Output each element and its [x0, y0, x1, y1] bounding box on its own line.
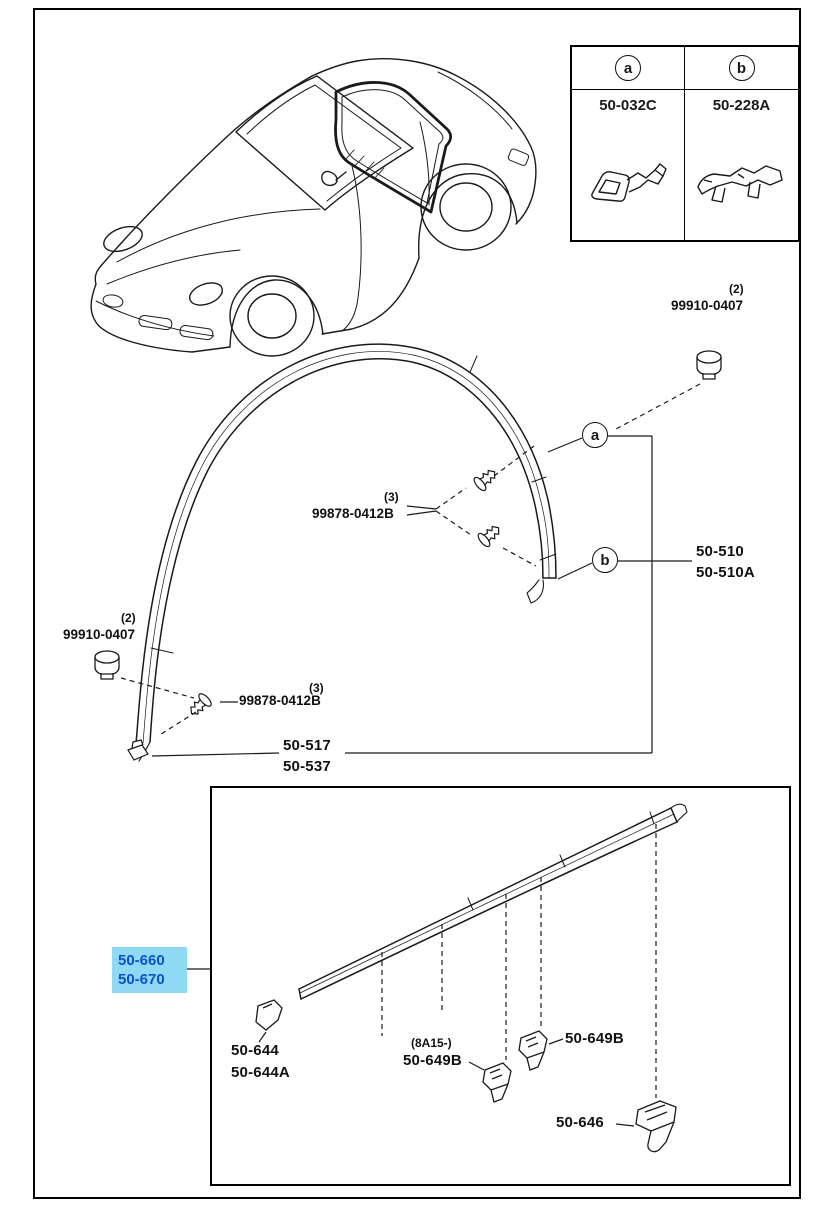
windshield	[235, 75, 414, 211]
part-number-50537: 50-537	[283, 758, 331, 775]
fastener-reference-table: a b 50-032C 50-228A	[570, 45, 800, 242]
clip-50644	[255, 999, 283, 1031]
callout-b: b	[592, 547, 618, 573]
callout-a: a	[582, 422, 608, 448]
rivet-fastener-lower	[475, 521, 505, 550]
front-wheel	[229, 275, 315, 357]
headlight-right	[188, 282, 224, 306]
part-number-50649b-right: 50-649B	[565, 1030, 624, 1047]
table-header-b: b	[685, 47, 798, 90]
part-number-50032c: 50-032C	[599, 97, 657, 114]
belt-molding-drawing	[298, 803, 688, 1000]
qty-center: (3)	[384, 490, 399, 504]
grille-slot	[138, 314, 173, 331]
table-cell-b: 50-228A	[685, 90, 798, 240]
part-number-50517: 50-517	[283, 737, 331, 754]
lower-leader-lines	[187, 968, 635, 1127]
page-border	[33, 8, 801, 1199]
taillight	[507, 148, 530, 166]
qty-left: (2)	[121, 611, 136, 625]
grommet-clip-top-right	[696, 350, 722, 380]
end-clip-bottom-left	[127, 739, 149, 761]
highlighted-part-label[interactable]: 50-660 50-670	[112, 947, 187, 993]
lower-dashed-lines	[381, 824, 657, 1098]
front-wheel-arch	[229, 279, 324, 348]
clip-a-icon	[591, 163, 667, 202]
fastener-part-top-right: 99910-0407	[671, 298, 744, 313]
part-number-50649b-left: 50-649B	[403, 1052, 462, 1069]
part-number-50646: 50-646	[556, 1114, 604, 1131]
production-note: (8A15-)	[411, 1036, 452, 1050]
upper-leader-lines	[151, 435, 692, 757]
part-number-50644: 50-644	[231, 1042, 279, 1059]
rear-wheel	[420, 163, 512, 251]
belt-molding-frame	[210, 786, 791, 1186]
part-number-50670[interactable]: 50-670	[118, 970, 165, 988]
rivet-fastener-left	[185, 691, 214, 720]
qty-top-right: (2)	[729, 282, 744, 296]
fastener-part-lower-left: 99878-0412B	[239, 693, 321, 708]
fastener-part-left: 99910-0407	[63, 627, 136, 642]
callout-b-header: b	[728, 55, 755, 81]
fastener-part-center: 99878-0412B	[312, 506, 394, 521]
upper-dashed-lines	[120, 383, 701, 737]
rivet-fastener-upper	[471, 465, 501, 494]
part-number-50660[interactable]: 50-660	[118, 951, 165, 969]
callout-a-header: a	[615, 55, 641, 81]
table-cell-a: 50-032C	[572, 90, 685, 240]
part-number-50510a: 50-510A	[696, 564, 755, 581]
side-mirror	[321, 170, 347, 187]
headlight-left	[103, 225, 143, 253]
qty-lower-left: (3)	[309, 681, 324, 695]
grille-slot	[179, 324, 214, 341]
door-window-molding-on-car	[334, 81, 453, 214]
table-header-a: a	[572, 47, 685, 90]
grommet-clip-left	[94, 650, 120, 680]
clip-b-icon	[696, 165, 783, 203]
car-body-outline	[90, 75, 313, 353]
door-molding-drawing	[132, 343, 557, 762]
rear-wheel-arch	[418, 173, 518, 259]
part-number-50644a: 50-644A	[231, 1064, 290, 1081]
part-number-50228a: 50-228A	[712, 97, 771, 114]
car-illustration	[90, 58, 537, 357]
parts-bottom-leader	[151, 752, 652, 757]
part-number-50510: 50-510	[696, 543, 744, 560]
